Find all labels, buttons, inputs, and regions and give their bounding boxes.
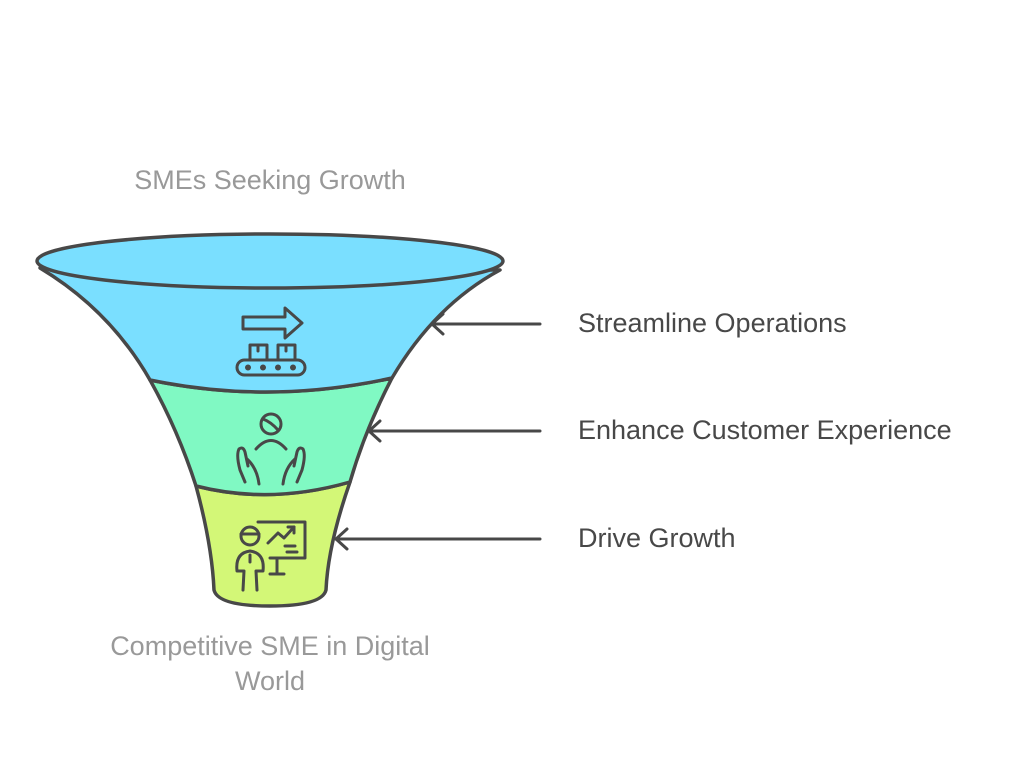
funnel-stage-3 bbox=[194, 480, 352, 608]
stage-2-label: Enhance Customer Experience bbox=[578, 415, 952, 445]
arrow-stage-2 bbox=[366, 419, 542, 443]
stage-3-label: Drive Growth bbox=[578, 523, 736, 553]
funnel-bottom-label: Competitive SME in Digital World bbox=[110, 631, 430, 696]
funnel-stage-2 bbox=[148, 376, 394, 497]
arrow-stage-3 bbox=[333, 527, 542, 551]
customer-care-hands-icon bbox=[236, 412, 306, 486]
presenter-growth-chart-icon bbox=[235, 520, 307, 592]
stage-1-label: Streamline Operations bbox=[578, 308, 847, 338]
conveyor-belt-icon bbox=[235, 306, 307, 377]
arrow-stage-1 bbox=[429, 312, 542, 336]
funnel-rim bbox=[35, 232, 505, 290]
funnel-top-label: SMEs Seeking Growth bbox=[134, 165, 406, 195]
